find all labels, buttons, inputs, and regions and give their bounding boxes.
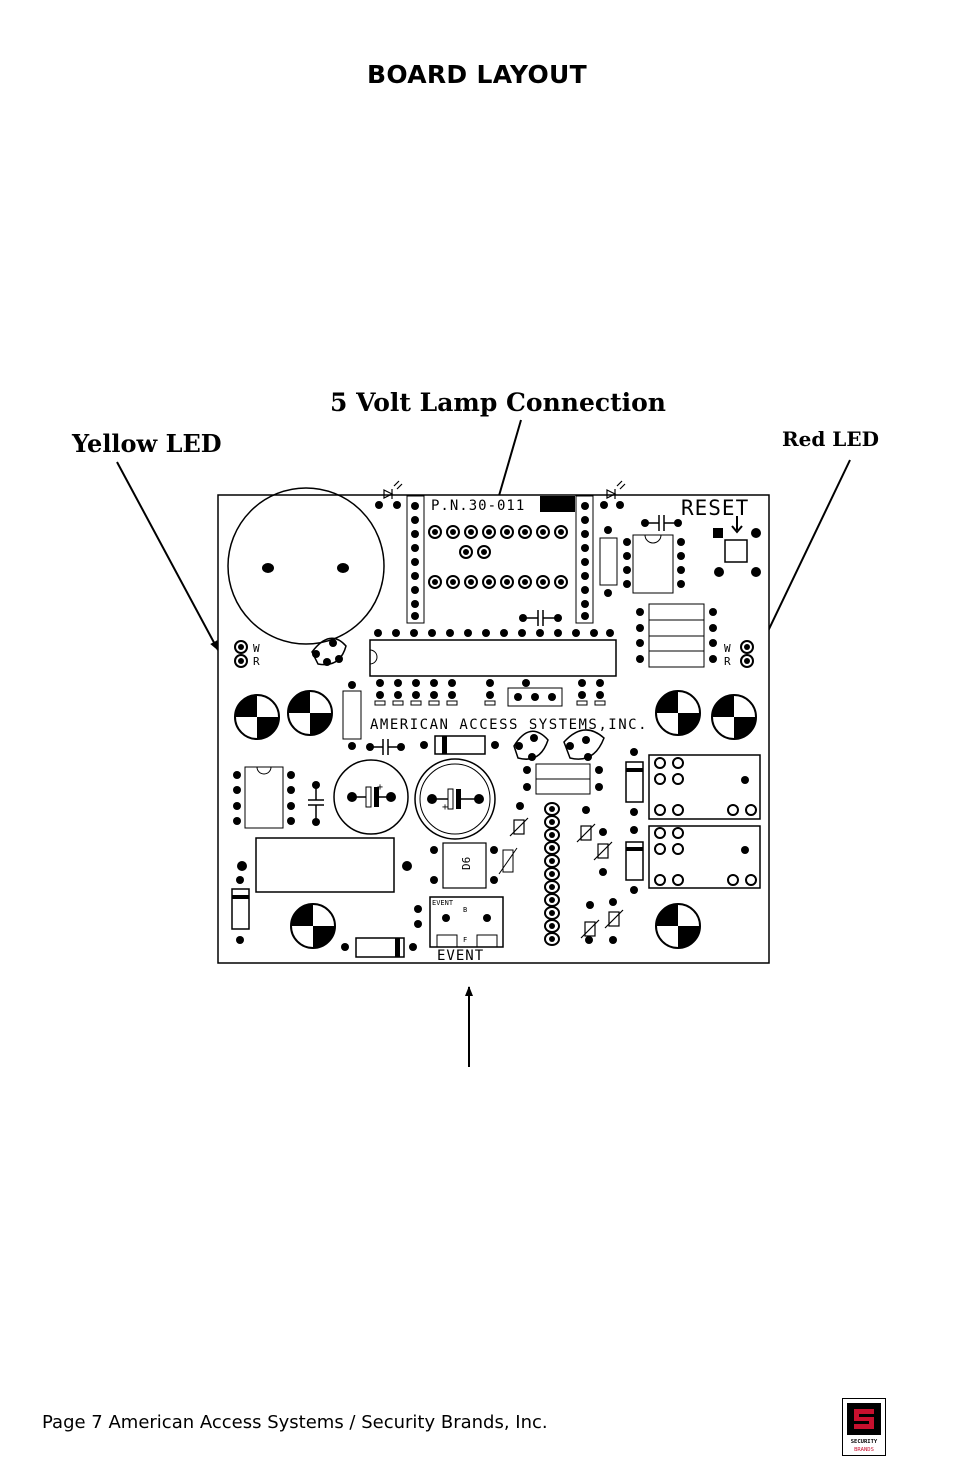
- electrolytic-cap-2: +: [414, 758, 496, 840]
- event-label: EVENT: [437, 948, 484, 964]
- diode-mid: [434, 735, 486, 755]
- bridge-rectifier: [442, 842, 487, 889]
- main-ic-bottom-pins: [376, 679, 604, 699]
- mount-hole-4: [711, 694, 757, 740]
- event-connector: [429, 896, 504, 948]
- diode-vertical-left: [231, 888, 250, 930]
- red-led-label: Red LED: [782, 427, 879, 451]
- company-silkscreen: AMERICAN ACCESS SYSTEMS,INC.: [370, 717, 648, 733]
- svg-text:BRANDS: BRANDS: [854, 1447, 874, 1453]
- page-footer: Page 7 American Access Systems / Securit…: [42, 1412, 548, 1433]
- red-led-jumper: [740, 640, 754, 668]
- transistor-center-2: [563, 729, 605, 760]
- diode-bottom: [355, 937, 405, 958]
- transistor-center-1: [513, 730, 549, 760]
- page-title: BOARD LAYOUT: [367, 60, 587, 89]
- event-b-label: B: [463, 906, 467, 914]
- red-led-arrow: [757, 459, 851, 653]
- power-resistor: [255, 837, 395, 893]
- varistors: [509, 817, 624, 939]
- reset-label: RESET: [681, 496, 749, 520]
- relay-2: [648, 825, 761, 889]
- jumper-block-center: [507, 687, 563, 707]
- yellow-led-arrow: [116, 461, 219, 651]
- lamp-connection-label: 5 Volt Lamp Connection: [330, 388, 666, 417]
- ic-bottom-left: [244, 766, 284, 829]
- buzzer: [227, 487, 385, 645]
- yellow-led-jumper: [234, 640, 248, 668]
- mount-hole-5: [290, 903, 336, 949]
- led-right-symbol: [606, 480, 626, 499]
- main-ic-top-pins: [374, 629, 614, 637]
- jumper-r-left: R: [253, 655, 260, 668]
- reset-switch: [724, 539, 748, 563]
- header-right-pins: [581, 502, 589, 620]
- header-left-pins: [411, 502, 419, 620]
- mount-hole-2: [287, 690, 333, 736]
- mount-hole-1: [234, 694, 280, 740]
- diode-relay-1: [625, 761, 644, 803]
- jumper-w-left: W: [253, 642, 260, 655]
- electrolytic-cap-1: +: [333, 759, 409, 835]
- diode-relay-2: [625, 841, 644, 881]
- part-number: P.N.30-011: [431, 498, 525, 514]
- yellow-led-label: Yellow LED: [72, 429, 222, 458]
- security-brands-logo: SECURITY BRANDS: [842, 1398, 886, 1456]
- svg-text:+: +: [442, 802, 448, 813]
- resistor-vertical-left: [342, 690, 362, 740]
- resistor-vertical-top: [599, 537, 618, 586]
- led-left-symbol: [383, 480, 403, 499]
- event-small-label: EVENT: [432, 899, 454, 907]
- mount-hole-6: [655, 903, 701, 949]
- jumper-r-right: R: [724, 655, 731, 668]
- mount-hole-3: [655, 690, 701, 736]
- zener-small: [498, 847, 518, 875]
- ic-top-right: [632, 534, 674, 594]
- bridge-label: D6: [460, 857, 473, 870]
- event-f-label: F: [463, 936, 467, 944]
- svg-text:SECURITY: SECURITY: [851, 1439, 878, 1445]
- svg-text:+: +: [377, 782, 383, 793]
- relay-1: [648, 754, 761, 820]
- jumper-w-right: W: [724, 642, 731, 655]
- main-ic: [369, 639, 617, 677]
